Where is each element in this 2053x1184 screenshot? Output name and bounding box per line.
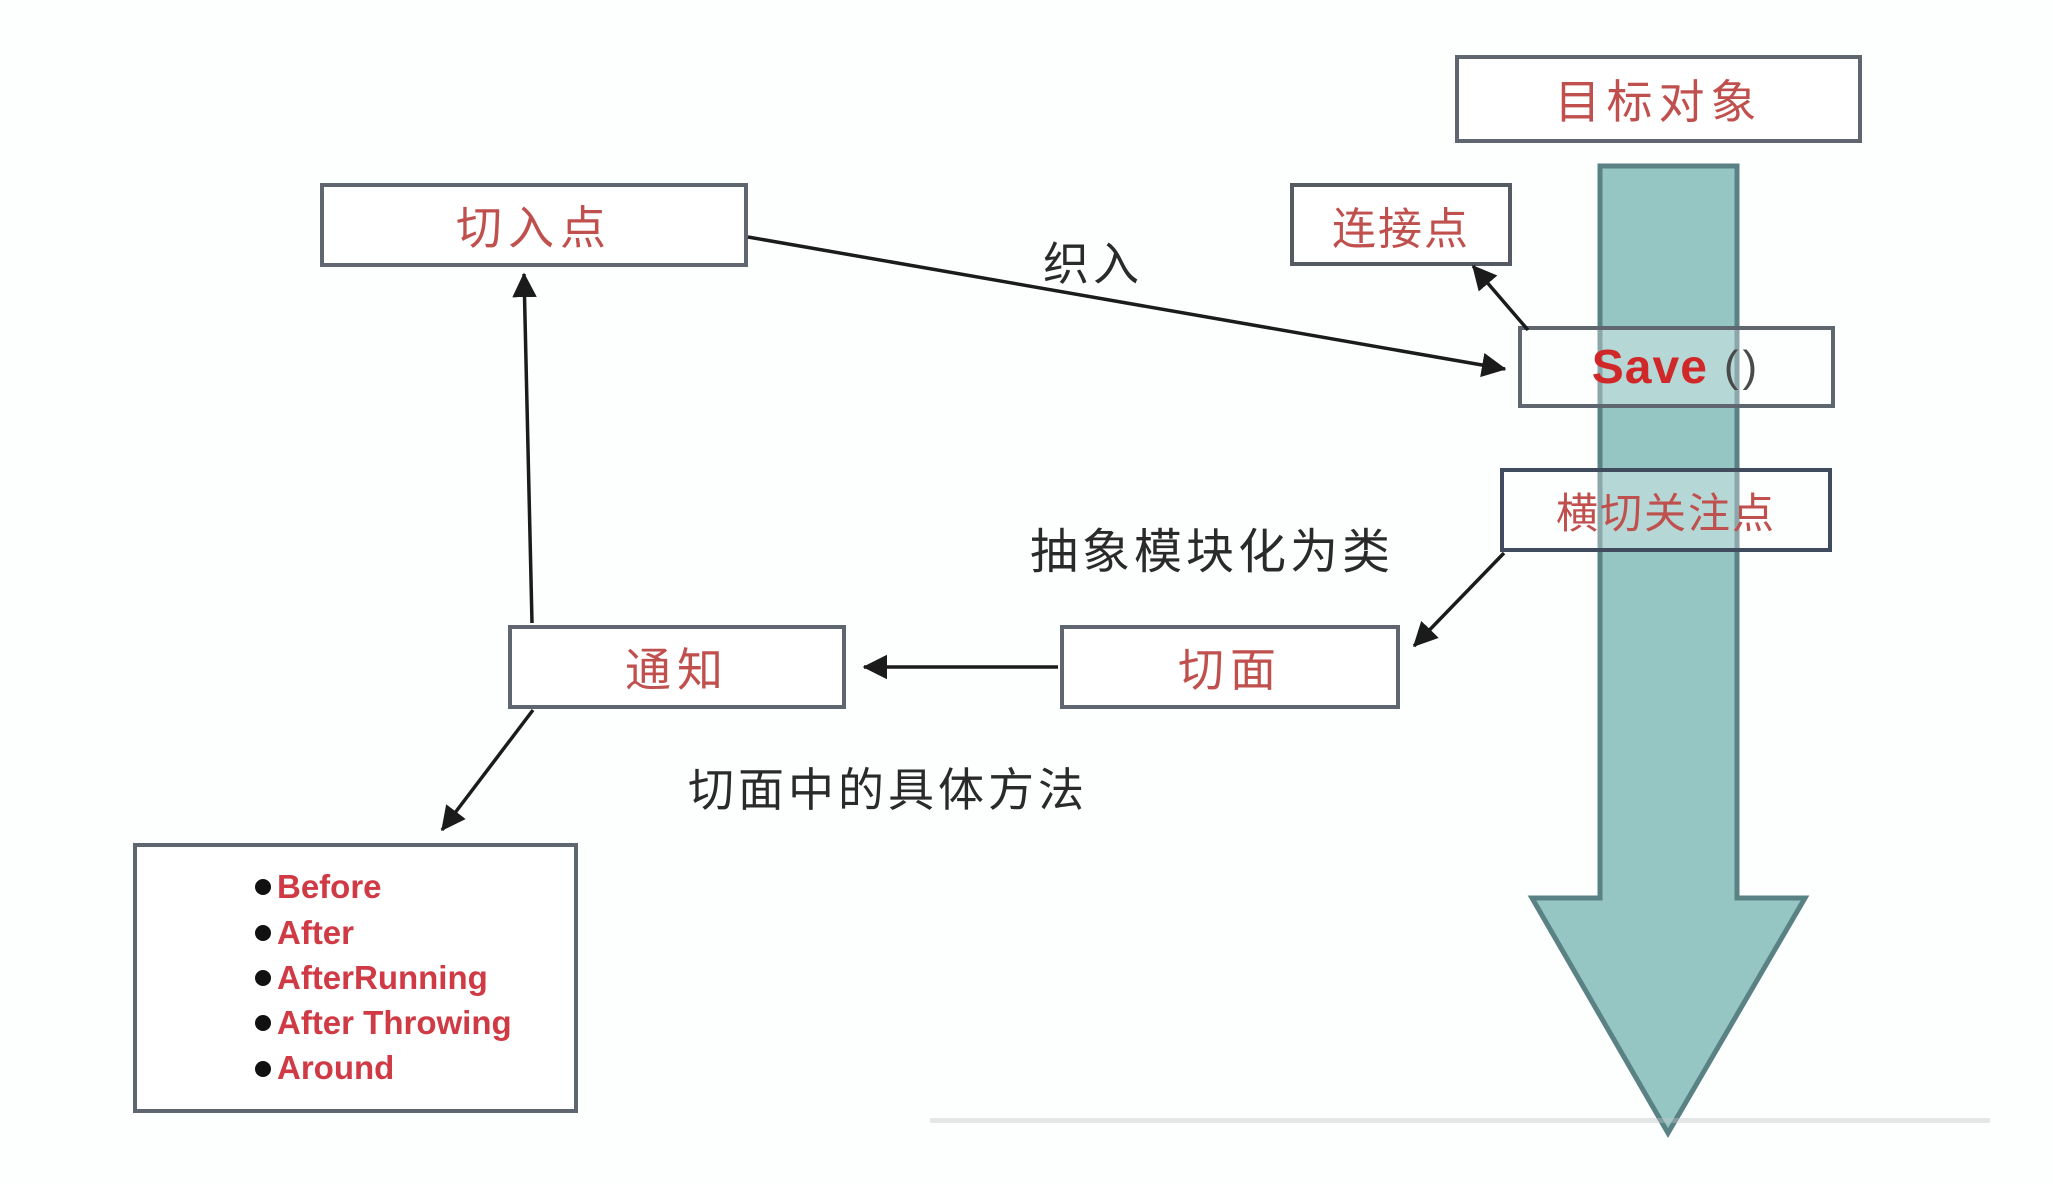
list-item: After [255, 913, 574, 951]
target-object-label: 目标对象 [1554, 76, 1763, 128]
aspect-box: 切面 [1060, 625, 1400, 709]
list-item: Before [255, 868, 574, 906]
bullet-icon [255, 1015, 271, 1032]
save-method-label: Save [1591, 340, 1708, 394]
bullet-icon [255, 879, 271, 896]
advice-list-box: Before After AfterRunning After Throwing… [133, 843, 578, 1113]
join-point-box: 连接点 [1290, 183, 1512, 266]
pointcut-box: 切入点 [320, 183, 748, 267]
crosscutting-concern-box: 横切关注点 [1500, 468, 1832, 552]
save-method-box: Save () [1518, 326, 1835, 408]
advice-type-afterthrowing: After Throwing [277, 1004, 512, 1042]
pointcut-label: 切入点 [456, 202, 612, 254]
bullet-icon [255, 924, 271, 941]
faint-edge-line [930, 1118, 1990, 1123]
aspect-methods-label: 切面中的具体方法 [688, 764, 1088, 816]
crosscutting-concern-label: 横切关注点 [1555, 489, 1776, 537]
advice-type-after: After [277, 913, 355, 951]
advice-type-afterrunning: AfterRunning [277, 958, 488, 996]
weaving-label: 织入 [1043, 238, 1143, 290]
advice-type-around: Around [277, 1049, 395, 1087]
save-method-paren: () [1723, 342, 1762, 391]
bullet-icon [255, 969, 271, 986]
target-object-box: 目标对象 [1455, 55, 1862, 143]
advice-type-before: Before [277, 868, 382, 906]
join-point-label: 连接点 [1332, 204, 1470, 254]
bullet-icon [255, 1060, 271, 1077]
list-item: AfterRunning [255, 958, 574, 996]
advice-label: 通知 [625, 644, 729, 696]
aspect-label: 切面 [1178, 644, 1282, 696]
big-down-arrow [1527, 163, 1810, 1138]
list-item: After Throwing [255, 1004, 574, 1042]
list-item: Around [255, 1050, 574, 1086]
advice-box: 通知 [508, 625, 846, 709]
modularize-label: 抽象模块化为类 [1030, 526, 1395, 579]
